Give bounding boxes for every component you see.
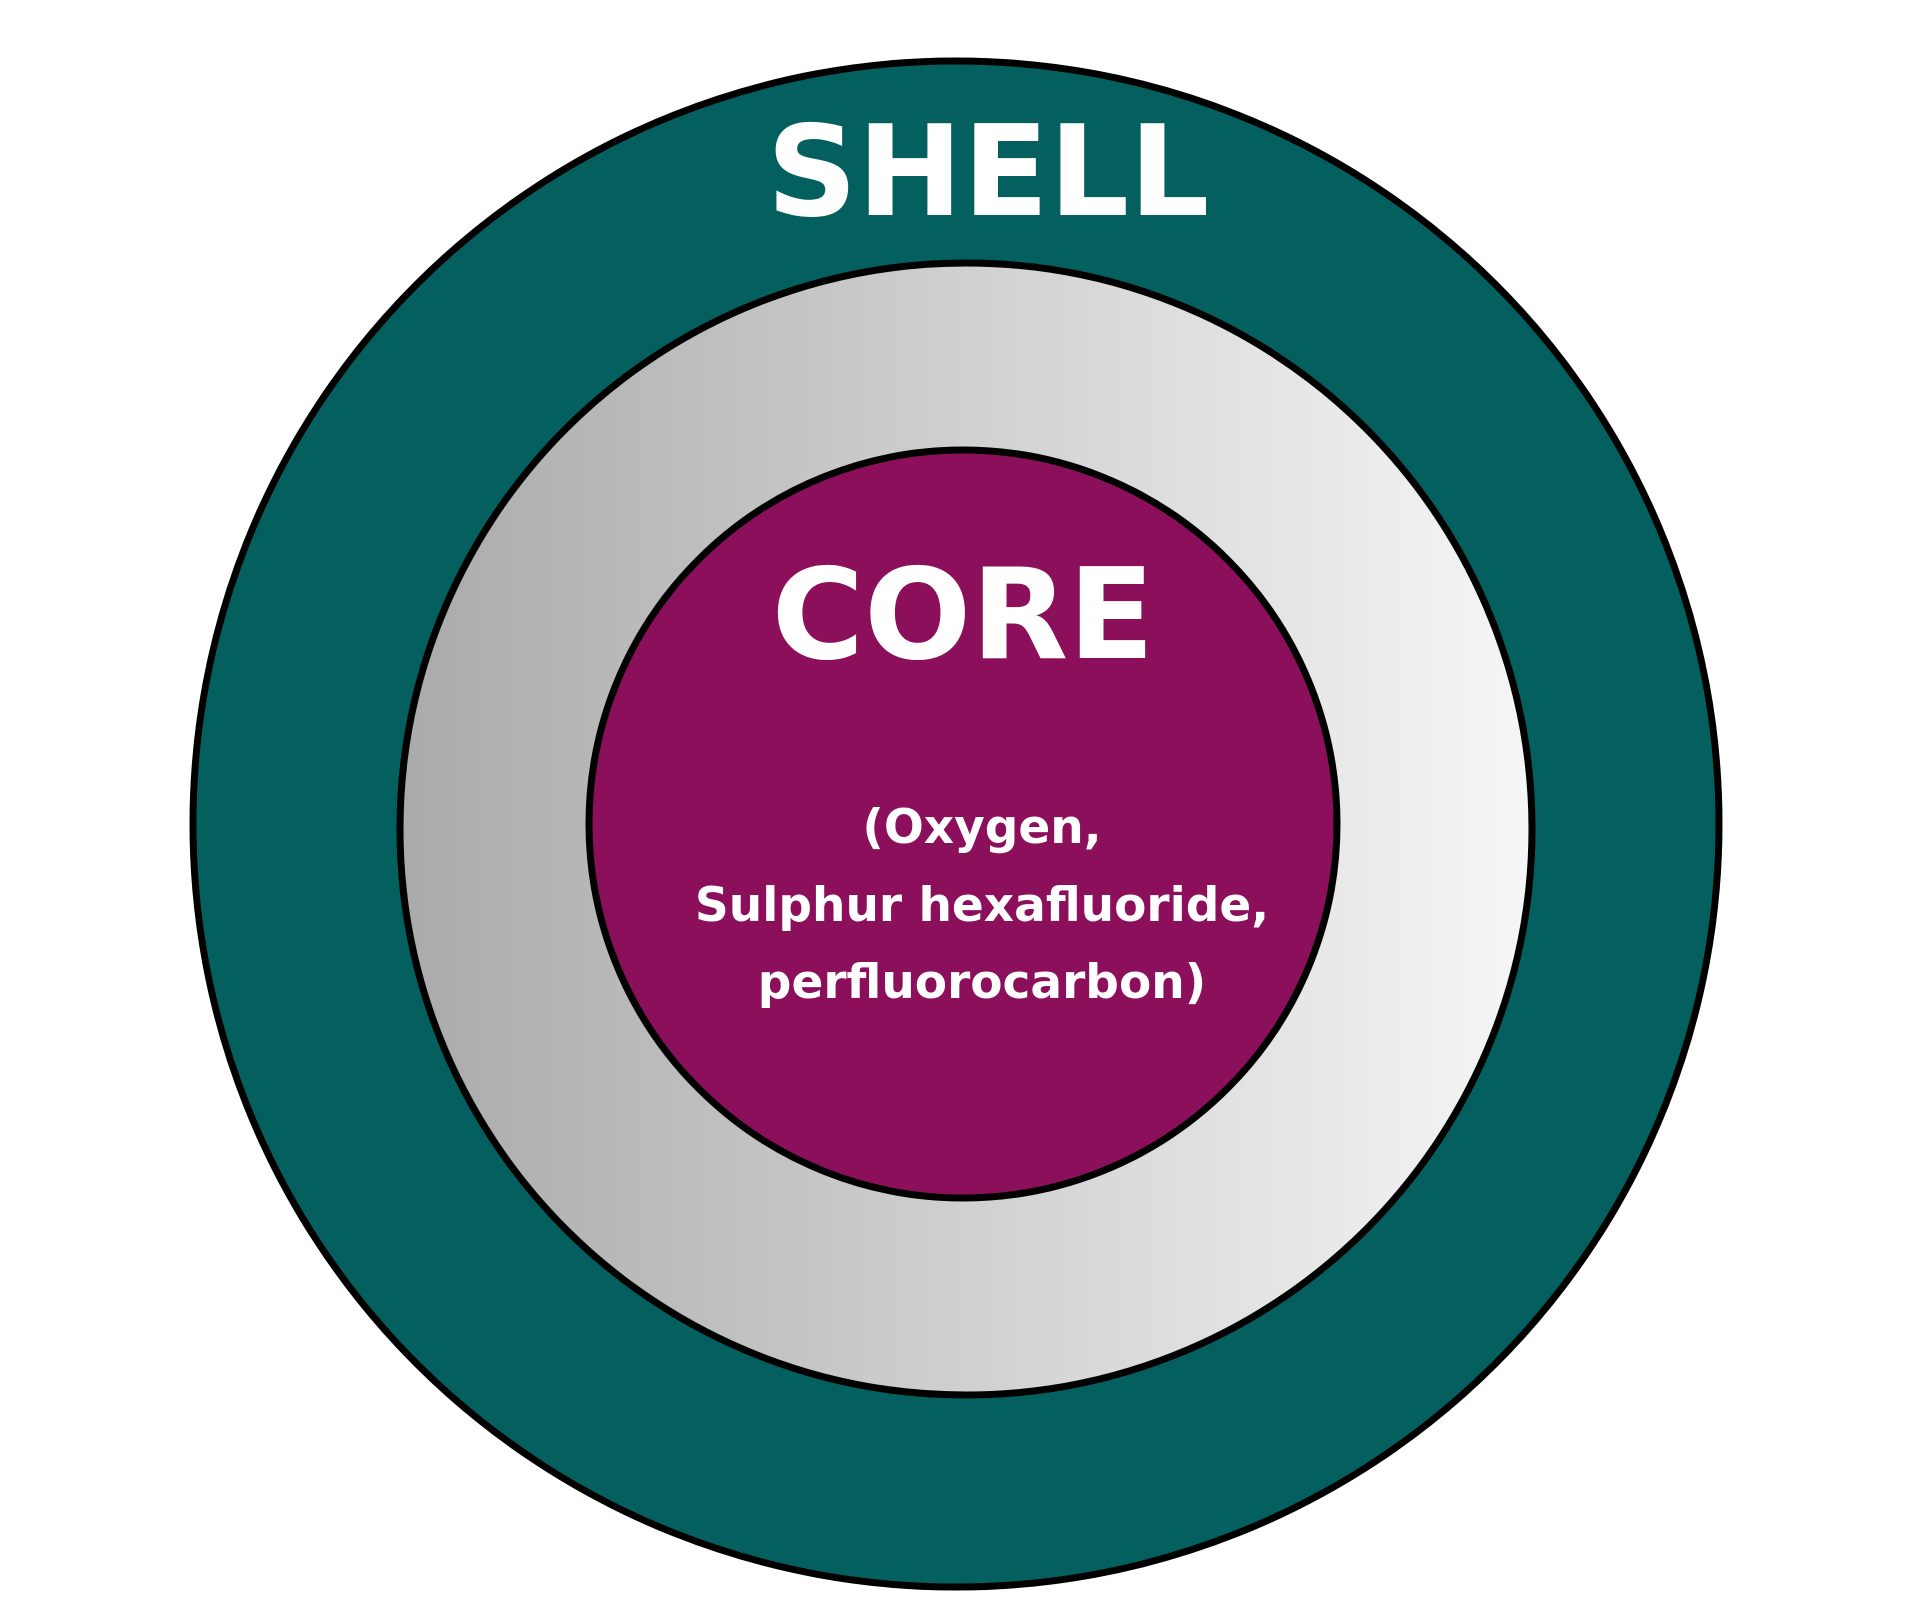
core-circle <box>585 446 1341 1202</box>
core-contents-line-1: (Oxygen, <box>862 800 1101 855</box>
core-label: CORE <box>772 541 1155 688</box>
core-contents-line-3: perfluorocarbon) <box>758 955 1206 1010</box>
core-contents-line-2: Sulphur hexafluoride, <box>695 878 1269 933</box>
shell-label: SHELL <box>767 98 1210 245</box>
